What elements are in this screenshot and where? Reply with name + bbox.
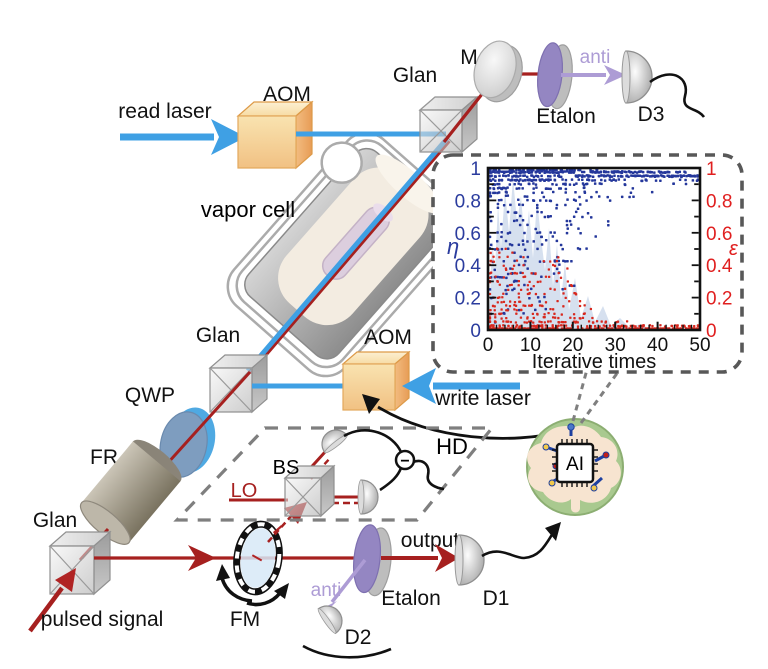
svg-text:0: 0 [470,321,481,342]
ai-module: AI [526,418,624,516]
anti-top-label: anti [580,47,611,68]
anti-bottom-label: anti [311,580,342,601]
fm-rotate-arrowhead-left [216,564,230,581]
svg-text:0.4: 0.4 [706,256,733,277]
shield-notch [320,141,363,184]
svg-text:0.6: 0.6 [706,224,732,245]
vapor-cell-label: vapor cell [201,197,295,222]
ai-callout-dash-2 [579,371,620,424]
fm-rotate-arrowhead-right [274,583,289,599]
hd-detector-right [357,479,379,515]
detector-d2 [317,605,343,635]
detector-d3 [621,50,706,118]
glan-bottom-label: Glan [33,509,77,532]
write-laser-label: write laser [434,387,531,410]
ai-label: AI [566,454,584,475]
fm-rotate-arrow-left [220,577,253,603]
svg-text:0.8: 0.8 [706,191,732,212]
svg-text:1: 1 [470,159,481,180]
hd-wire-right [379,467,403,492]
pulsed-signal-beam [28,586,64,633]
cell-beam-red [249,140,451,375]
hd-wire-up [343,429,403,453]
chip-pins [552,439,598,487]
d3-cable [649,73,706,118]
svg-text:0.8: 0.8 [455,191,481,212]
d2-cable [302,644,392,659]
svg-text:0.2: 0.2 [455,289,481,310]
write-laser-arrowhead [402,368,436,404]
aom-mid-label: AOM [364,326,412,349]
glan-top-prism [418,95,479,154]
svg-text:20: 20 [562,335,583,356]
svg-text:0.6: 0.6 [455,224,481,245]
bs-label: BS [273,457,300,479]
fm-label: FM [230,608,260,631]
mirror-m-label: M [460,46,478,69]
ai-to-aom-wire [377,405,567,440]
right-axis-title: ε [729,238,739,260]
cell-beam-blue [245,137,450,373]
svg-text:0: 0 [483,335,494,356]
faraday-rotator [79,439,182,545]
bs-cube [283,464,336,518]
svg-text:0: 0 [706,321,717,342]
anti-bottom-beam [330,558,367,604]
glan-bottom-prism [48,530,112,596]
ai-chip [555,442,595,484]
x-axis-title: Iterative times [532,351,656,373]
fr-label: FR [90,446,118,469]
ai-to-aom-arrowhead [362,394,380,414]
d1-label: D1 [483,587,510,610]
axis-ticks [487,167,701,331]
subtractor-node [394,449,416,471]
svg-text:0.2: 0.2 [706,289,732,310]
d3-label: D3 [638,103,665,126]
read-laser-label: read laser [118,100,211,123]
qwp-label: QWP [125,384,175,407]
left-axis-title: η [447,234,459,259]
plot-frame [486,166,702,332]
glan-top-label: Glan [393,64,437,87]
d1-to-ai-wire [481,532,555,560]
lo-label: LO [231,480,258,502]
svg-text:1: 1 [706,159,717,180]
output-beam-arrowhead [188,545,216,571]
pulsed-signal-label: pulsed signal [41,608,164,631]
read-laser-arrowhead [211,119,246,155]
output-arrowhead [435,544,459,572]
glan-mid-label: Glan [196,324,240,347]
etalon-top [537,42,573,110]
svg-text:30: 30 [605,335,626,356]
svg-text:40: 40 [647,335,668,356]
aom-top-label: AOM [263,83,311,106]
minus-sign: − [400,453,409,470]
fm-reflected-beam [267,513,294,543]
fm-rotate-arrow-right [246,591,282,607]
output-label: output [401,529,460,552]
svg-text:50: 50 [689,335,710,356]
flip-mirror [233,520,283,596]
density-shade [488,178,668,330]
d2-label: D2 [345,626,372,649]
anti-top-arrowhead [604,65,626,85]
svg-text:10: 10 [520,335,541,356]
hd-box [173,426,496,522]
hd-output-wire [412,459,445,491]
pulsed-signal-arrowhead [55,568,76,592]
detector-d1 [454,534,485,586]
etalon-bottom-label: Etalon [381,587,441,610]
svg-text:0.4: 0.4 [455,256,482,277]
mirror-m [473,40,523,103]
d1-to-ai-arrowhead [545,522,561,541]
hd-label: HD [436,434,468,459]
etalon-top-label: Etalon [536,105,596,128]
etalon-bottom [353,524,392,597]
